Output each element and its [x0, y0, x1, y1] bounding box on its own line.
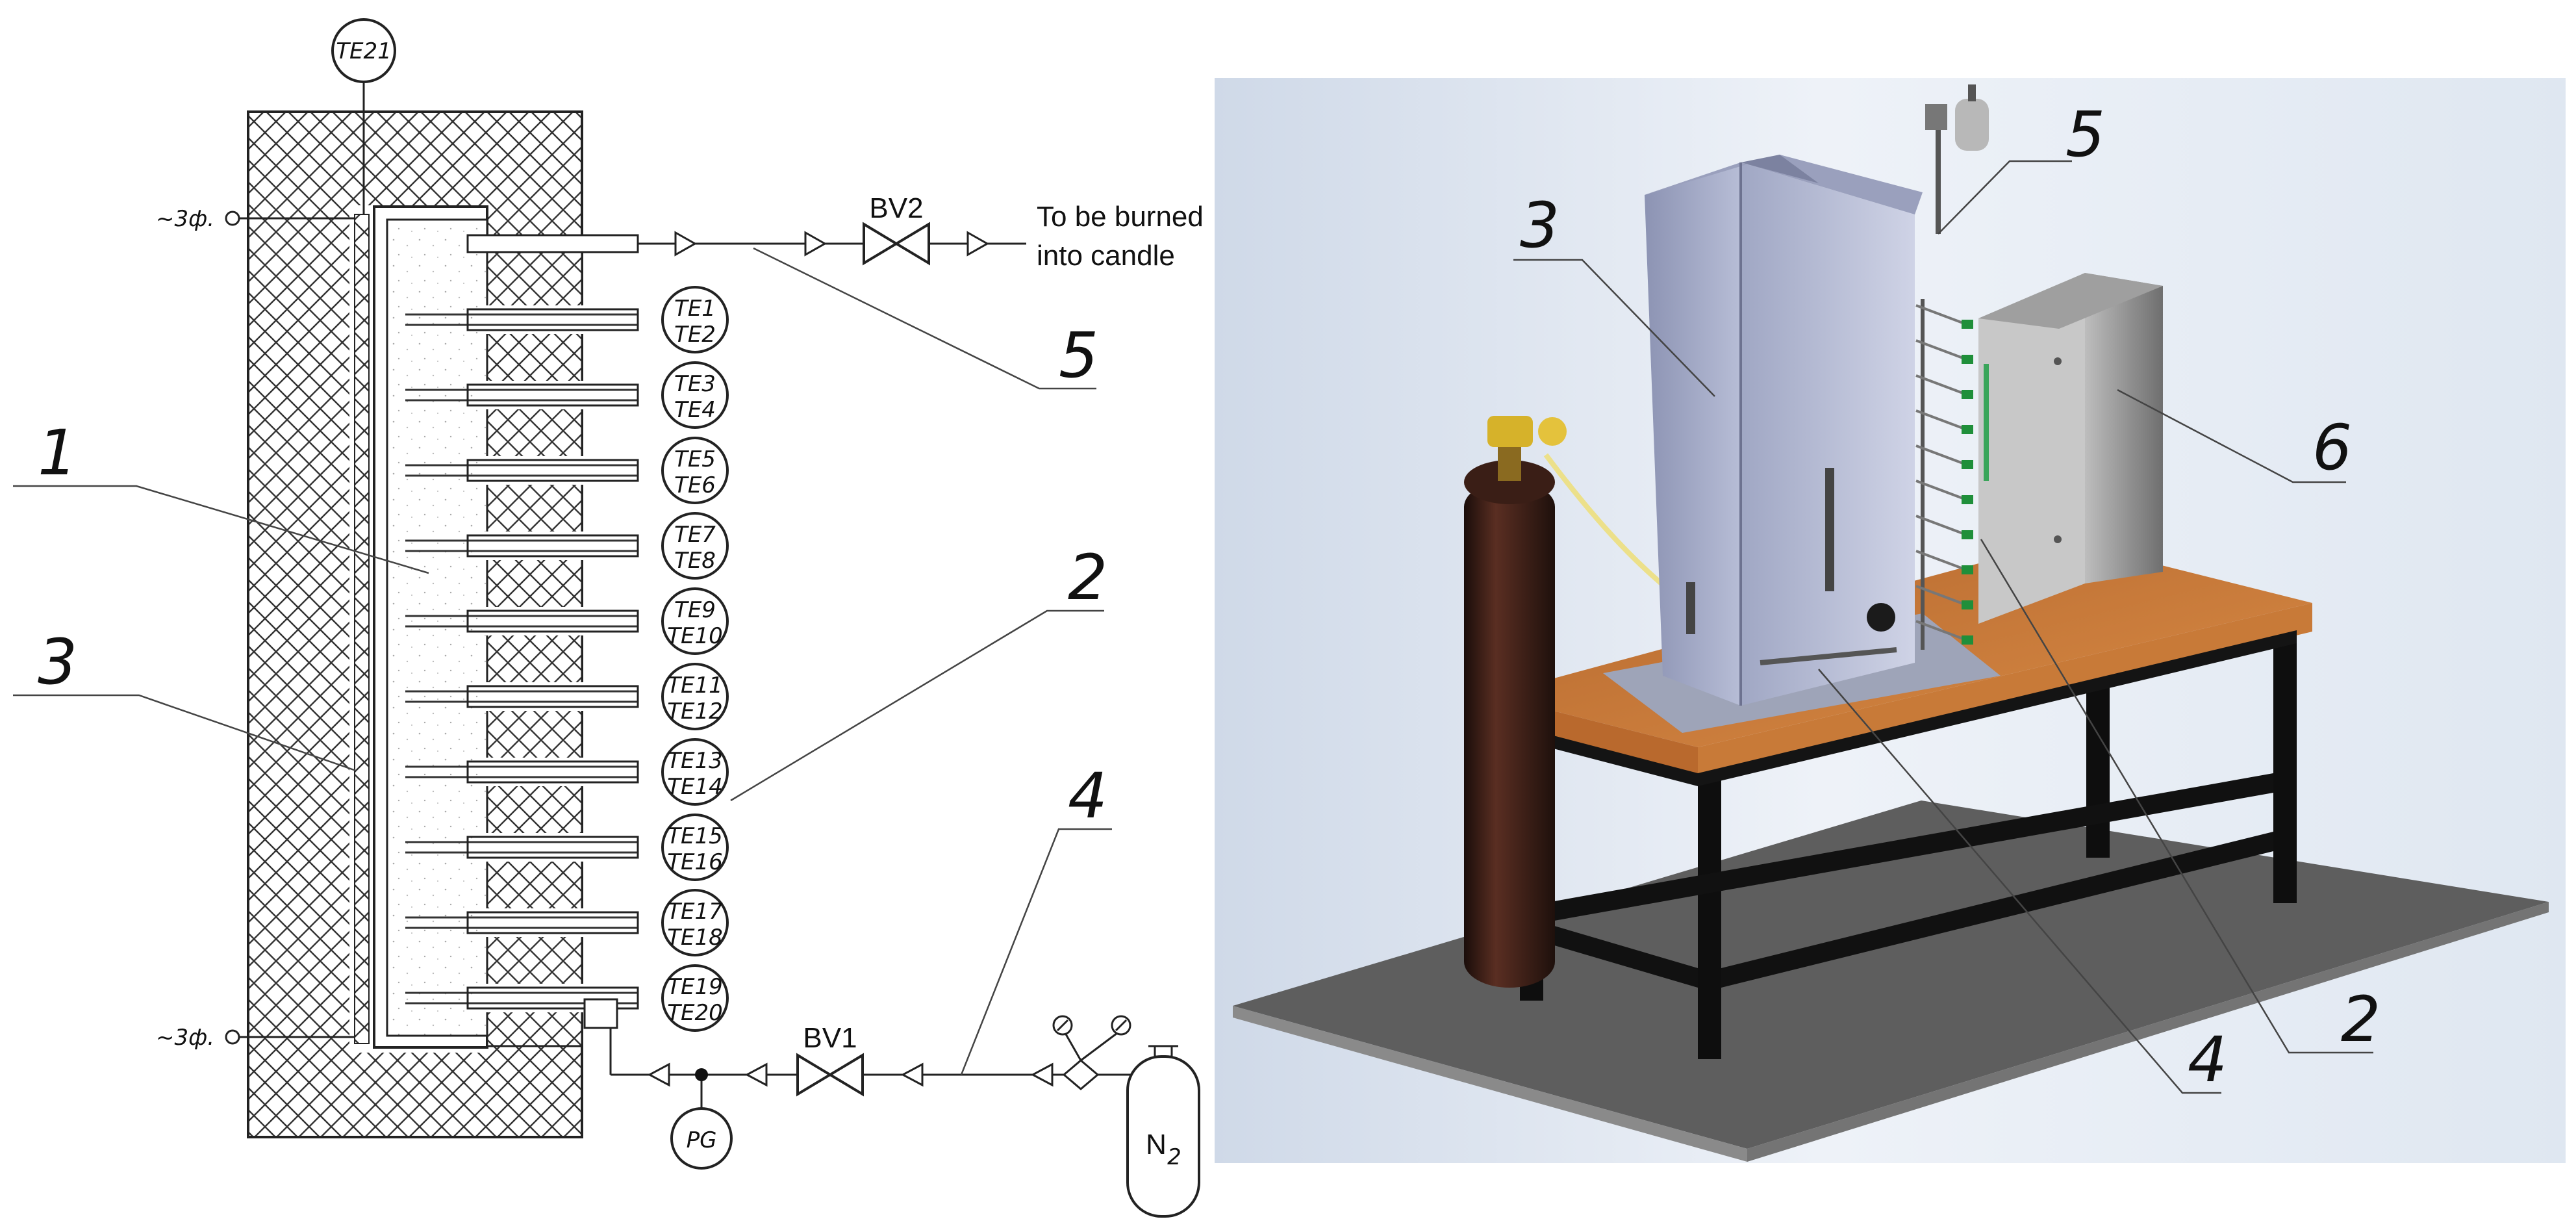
outlet-text-line1: To be burned: [1037, 201, 1204, 233]
sensor-label: TE10: [667, 623, 723, 649]
sensor-label: TE12: [667, 698, 723, 724]
green-tap: [1962, 425, 1973, 434]
callout-4: 4: [1068, 760, 1107, 832]
sensor-circle: [661, 286, 729, 353]
3d-model-view: 3 5 6 2 4: [1215, 78, 2566, 1163]
vessel-filling: [386, 218, 488, 1037]
sensor-label: TE20: [667, 1000, 723, 1026]
sensor-label: TE13: [667, 748, 723, 774]
green-tap: [1962, 355, 1973, 364]
green-tap: [1962, 565, 1973, 574]
gas-subscript: 2: [1167, 1144, 1181, 1170]
sensor-label: TE14: [667, 774, 723, 800]
phase-mark-bottom: ~3ф.: [156, 1025, 214, 1051]
pressure-gauge: [670, 1107, 733, 1170]
model-callout-6: 6: [2312, 411, 2352, 484]
model-callout-4: 4: [2188, 1023, 2227, 1096]
nitrogen-cylinder: [1126, 1055, 1200, 1218]
sensor-label: TE17: [667, 899, 723, 925]
control-cabinet: [1978, 273, 2085, 624]
sensor-label: TE8: [674, 548, 716, 574]
outlet-text-line2: into candle: [1037, 240, 1175, 272]
pressure-gauge-label: PG: [687, 1127, 717, 1153]
sensor-circle: [661, 587, 729, 655]
sensor-label: TE1: [674, 296, 716, 322]
callout-3: 3: [38, 626, 77, 698]
sensor-label: TE16: [667, 849, 723, 875]
heater-element: [354, 214, 370, 1044]
green-tap: [1962, 320, 1973, 329]
sensor-circle: [661, 889, 729, 956]
model-callout-2: 2: [2341, 983, 2380, 1056]
valve-bv2-label: BV2: [869, 192, 923, 224]
sensor-circle: [661, 663, 729, 730]
schematic-diagram: TE21 ~3ф. ~3ф. BV2 To be burned into can…: [13, 18, 1204, 1218]
sensor-label: TE2: [674, 322, 716, 348]
sensor-label: TE7: [674, 522, 716, 548]
thermocouple-rows: TE1TE2TE3TE4TE5TE6TE7TE8TE9TE10TE11TE12T…: [405, 286, 729, 1032]
test-vessel: [1645, 162, 1741, 706]
sensor-label: TE4: [674, 397, 716, 423]
sensor-te21-label: TE21: [336, 38, 392, 64]
green-tap: [1962, 635, 1973, 645]
sensor-label: TE19: [667, 974, 723, 1000]
model-callout-5: 5: [2065, 98, 2105, 171]
phase-mark-top: ~3ф.: [156, 206, 214, 232]
sensor-label: TE15: [667, 823, 723, 849]
green-tap: [1962, 460, 1973, 469]
callout-1: 1: [38, 416, 77, 489]
sensor-label: TE11: [667, 673, 723, 698]
gas-cylinder: [1464, 481, 1555, 988]
valve-bv2: [863, 222, 899, 266]
thermocouple-taps: [1915, 304, 1973, 645]
sensor-label: TE3: [674, 371, 716, 397]
sensor-circle: [661, 437, 729, 504]
green-tap: [1962, 530, 1973, 539]
valve-bv1-label: BV1: [803, 1022, 857, 1054]
sensor-label: TE9: [674, 597, 716, 623]
valve-bv1: [796, 1053, 833, 1097]
callout-2: 2: [1068, 541, 1107, 614]
callout-5: 5: [1059, 319, 1098, 392]
gas-symbol: N: [1146, 1129, 1167, 1160]
green-tap: [1962, 600, 1973, 609]
green-tap: [1962, 495, 1973, 504]
sensor-label: TE6: [674, 472, 716, 498]
sensor-circle: [661, 361, 729, 429]
sensor-circle: [661, 512, 729, 580]
green-tap: [1962, 390, 1973, 399]
sensor-circle: [661, 964, 729, 1032]
pressure-regulator: [1062, 1059, 1100, 1090]
sensor-te21: [331, 18, 396, 83]
sensor-label: TE18: [667, 925, 723, 951]
model-callout-3: 3: [1520, 189, 1559, 262]
sensor-label: TE5: [674, 446, 716, 472]
sensor-circle: [661, 814, 729, 881]
sensor-circle: [661, 738, 729, 806]
